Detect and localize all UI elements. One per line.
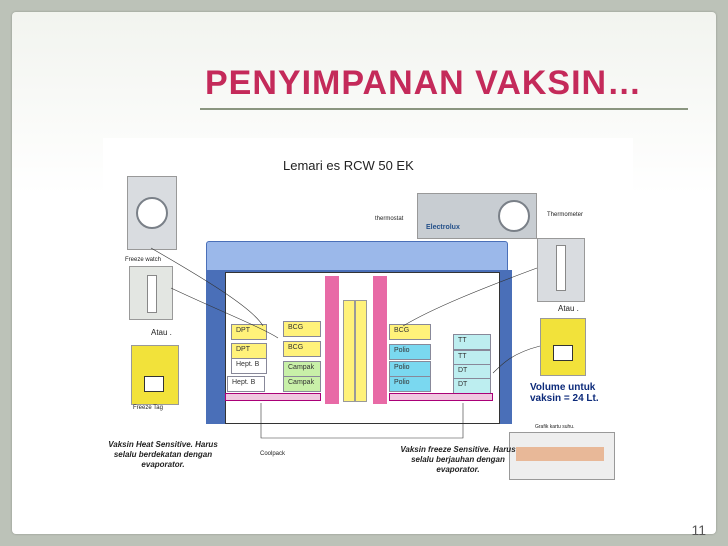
- freeze-tag-photo: [131, 345, 179, 405]
- volume-label: Volume untuk vaksin = 24 Lt.: [530, 382, 599, 404]
- check-icon: [553, 345, 573, 361]
- connector-lines: [150, 247, 541, 439]
- page-number: 11: [691, 522, 706, 538]
- thermometer-dial-icon: [136, 197, 168, 229]
- box-campak-2: Campak: [283, 376, 321, 392]
- box-dpt-2: DPT: [231, 343, 267, 359]
- temperature-chart-strip: [516, 447, 604, 461]
- box-campak-1: Campak: [283, 361, 321, 377]
- box-hept-b-2: Hept. B: [227, 376, 265, 392]
- thermometer-photo-left: [127, 176, 177, 250]
- evaporator-column-right: [373, 276, 387, 404]
- shelf-left: [225, 393, 321, 401]
- box-polio-3: Polio: [389, 376, 431, 392]
- freeze-sensitive-note: Vaksin freeze Sensitive. Harus selalu be…: [400, 445, 516, 474]
- temperature-chart-card: [509, 432, 615, 480]
- check-icon: [144, 376, 164, 392]
- fridge-header: Lemari es RCW 50 EK: [283, 158, 414, 173]
- box-tt-1: TT: [453, 334, 491, 350]
- connector-line: [170, 287, 279, 339]
- box-hept-b-1: Hept. B: [231, 358, 267, 374]
- thermometer-photo-right: [537, 238, 585, 302]
- thermostat-dial-icon: [498, 200, 530, 232]
- freeze-watch-vial-icon: [147, 275, 157, 313]
- ice-pack-2: [355, 300, 367, 402]
- thermostat-photo: Electrolux: [417, 193, 537, 239]
- evaporator-column-left: [325, 276, 339, 404]
- freeze-watch-photo: [129, 266, 173, 320]
- atau-left-label: Atau .: [151, 328, 172, 337]
- connector-line: [492, 345, 541, 374]
- title-rule: [200, 108, 688, 110]
- shelf-right: [389, 393, 493, 401]
- connector-line: [150, 247, 264, 327]
- freeze-watch-label: Freeze watch: [125, 257, 162, 263]
- ice-pack-1: [343, 300, 355, 402]
- slide-title: PENYIMPANAN VAKSIN…: [205, 64, 643, 102]
- coolpack-label: Coolpack: [260, 451, 286, 457]
- thermostat-label: thermostat: [375, 216, 404, 222]
- freeze-tag-photo-right: [540, 318, 586, 376]
- box-bcg-3: BCG: [389, 324, 431, 340]
- connector-line: [402, 267, 538, 327]
- brand-label: Electrolux: [426, 224, 460, 231]
- grafik-label: Grafik kartu suhu.: [535, 424, 575, 430]
- freeze-tag-label: Freeze Tag: [133, 405, 163, 411]
- heat-sensitive-note: Vaksin Heat Sensitive. Harus selalu berd…: [108, 440, 218, 469]
- box-polio-1: Polio: [389, 344, 431, 360]
- box-bcg-1: BCG: [283, 321, 321, 337]
- atau-right-label: Atau .: [558, 304, 579, 313]
- coolpack-bracket: [260, 403, 464, 439]
- thermometer-label: Thermometer: [547, 212, 584, 218]
- thermometer-vial-icon: [556, 245, 566, 291]
- box-bcg-2: BCG: [283, 341, 321, 357]
- diagram-panel: Lemari es RCW 50 EK thermostat Electrolu…: [103, 138, 633, 484]
